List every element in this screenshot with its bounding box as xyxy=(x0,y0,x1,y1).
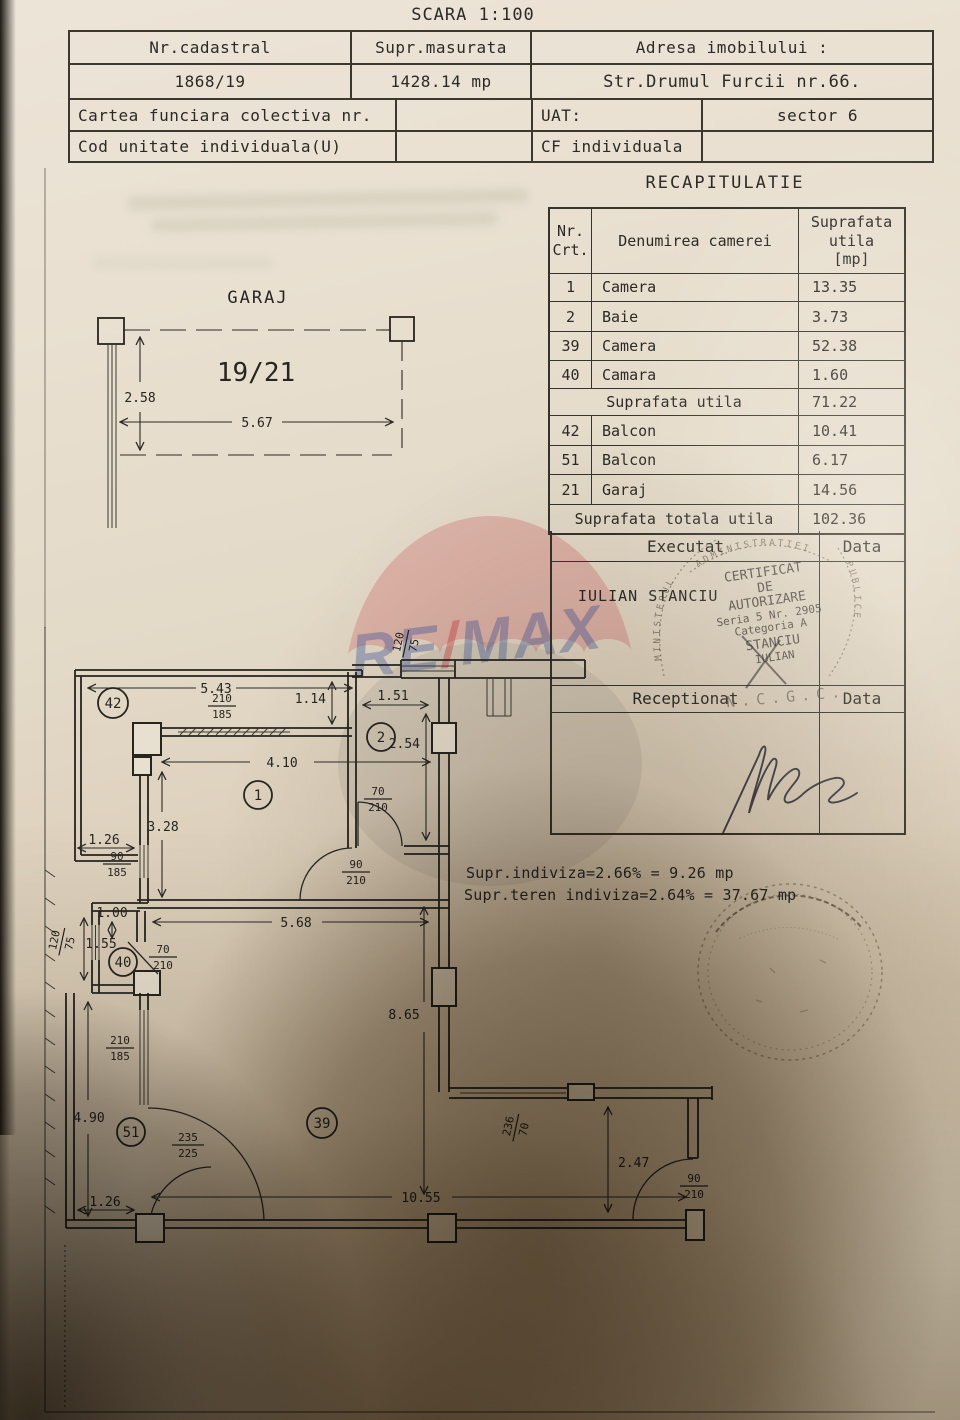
entry-landing xyxy=(352,659,586,679)
svg-text:185: 185 xyxy=(110,1050,130,1063)
svg-text:4.10: 4.10 xyxy=(266,756,297,771)
svg-text:2.47: 2.47 xyxy=(618,1156,649,1171)
svg-text:235: 235 xyxy=(178,1131,198,1144)
svg-text:ADMINISTRATIEI: ADMINISTRATIEI xyxy=(694,538,812,569)
garage-height-dim: 2.58 xyxy=(124,391,155,406)
supr-indiviza-note: Supr.indiviza=2.66% = 9.26 mp xyxy=(466,864,734,882)
svg-text:70: 70 xyxy=(516,1122,531,1138)
garage-unit-label: 19/21 xyxy=(217,358,295,388)
svg-text:5.68: 5.68 xyxy=(280,916,311,931)
svg-text:70: 70 xyxy=(156,943,169,956)
dim-fraction: 236 70 xyxy=(500,1113,532,1142)
svg-text:1.00: 1.00 xyxy=(96,906,127,921)
room1-walls xyxy=(137,672,449,909)
svg-text:210: 210 xyxy=(110,1034,130,1047)
parcel-boundary xyxy=(44,627,935,1413)
dim-fraction: 120 75 xyxy=(390,629,422,658)
svg-text:210: 210 xyxy=(684,1188,704,1201)
svg-text:70: 70 xyxy=(371,785,384,798)
svg-text:2.54: 2.54 xyxy=(389,737,420,752)
room-39: 39 xyxy=(314,1116,331,1132)
dim-fraction: 210 185 xyxy=(208,692,236,721)
svg-text:1.51: 1.51 xyxy=(377,689,408,704)
svg-text:90: 90 xyxy=(110,850,123,863)
room-2: 2 xyxy=(377,730,385,746)
svg-text:210: 210 xyxy=(153,959,173,972)
garage-width-dim: 5.67 xyxy=(241,416,272,431)
floor-plan: 5.43 1.14 42 210 185 4.10 1 3.28 1.26 90… xyxy=(44,627,935,1413)
garage-drawing: GARAJ 19/21 2.58 5.67 xyxy=(97,288,415,528)
svg-text:1.26: 1.26 xyxy=(89,1195,120,1210)
svg-text:10.55: 10.55 xyxy=(401,1191,440,1206)
supr-teren-indiviza-note: Supr.teren indiviza=2.64% = 37.67 mp xyxy=(464,886,797,904)
svg-text:210: 210 xyxy=(346,874,366,887)
svg-text:1.26: 1.26 xyxy=(88,833,119,848)
garage-title: GARAJ xyxy=(227,288,288,308)
svg-text:3.28: 3.28 xyxy=(147,820,178,835)
svg-text:185: 185 xyxy=(212,708,232,721)
svg-text:90: 90 xyxy=(687,1172,700,1185)
dim-fraction: 90 210 xyxy=(342,858,370,887)
svg-text:8.65: 8.65 xyxy=(388,1008,419,1023)
dim-fraction: 210 185 xyxy=(106,1034,134,1063)
dim-fraction: 70 210 xyxy=(364,785,392,814)
svg-text:4.90: 4.90 xyxy=(73,1111,104,1126)
svg-text:1.55: 1.55 xyxy=(85,937,116,952)
room-42: 42 xyxy=(105,696,122,712)
boundary-hatching xyxy=(44,869,56,1214)
svg-text:185: 185 xyxy=(107,866,127,879)
svg-text:75: 75 xyxy=(406,638,421,654)
svg-text:90: 90 xyxy=(349,858,362,871)
room-1: 1 xyxy=(254,788,262,804)
room-40: 40 xyxy=(115,955,132,971)
dim-fraction: 120 75 xyxy=(46,927,78,956)
svg-text:210: 210 xyxy=(368,801,388,814)
svg-text:210: 210 xyxy=(212,692,232,705)
dim-fraction: 235 225 xyxy=(172,1131,204,1160)
parcel-boundary-upper xyxy=(44,168,46,628)
svg-text:75: 75 xyxy=(62,936,77,952)
dim-fraction: 70 210 xyxy=(149,943,177,972)
svg-text:225: 225 xyxy=(178,1147,198,1160)
svg-text:1.14: 1.14 xyxy=(295,692,326,707)
bottom-wall xyxy=(148,1219,692,1229)
room-51: 51 xyxy=(123,1125,140,1141)
